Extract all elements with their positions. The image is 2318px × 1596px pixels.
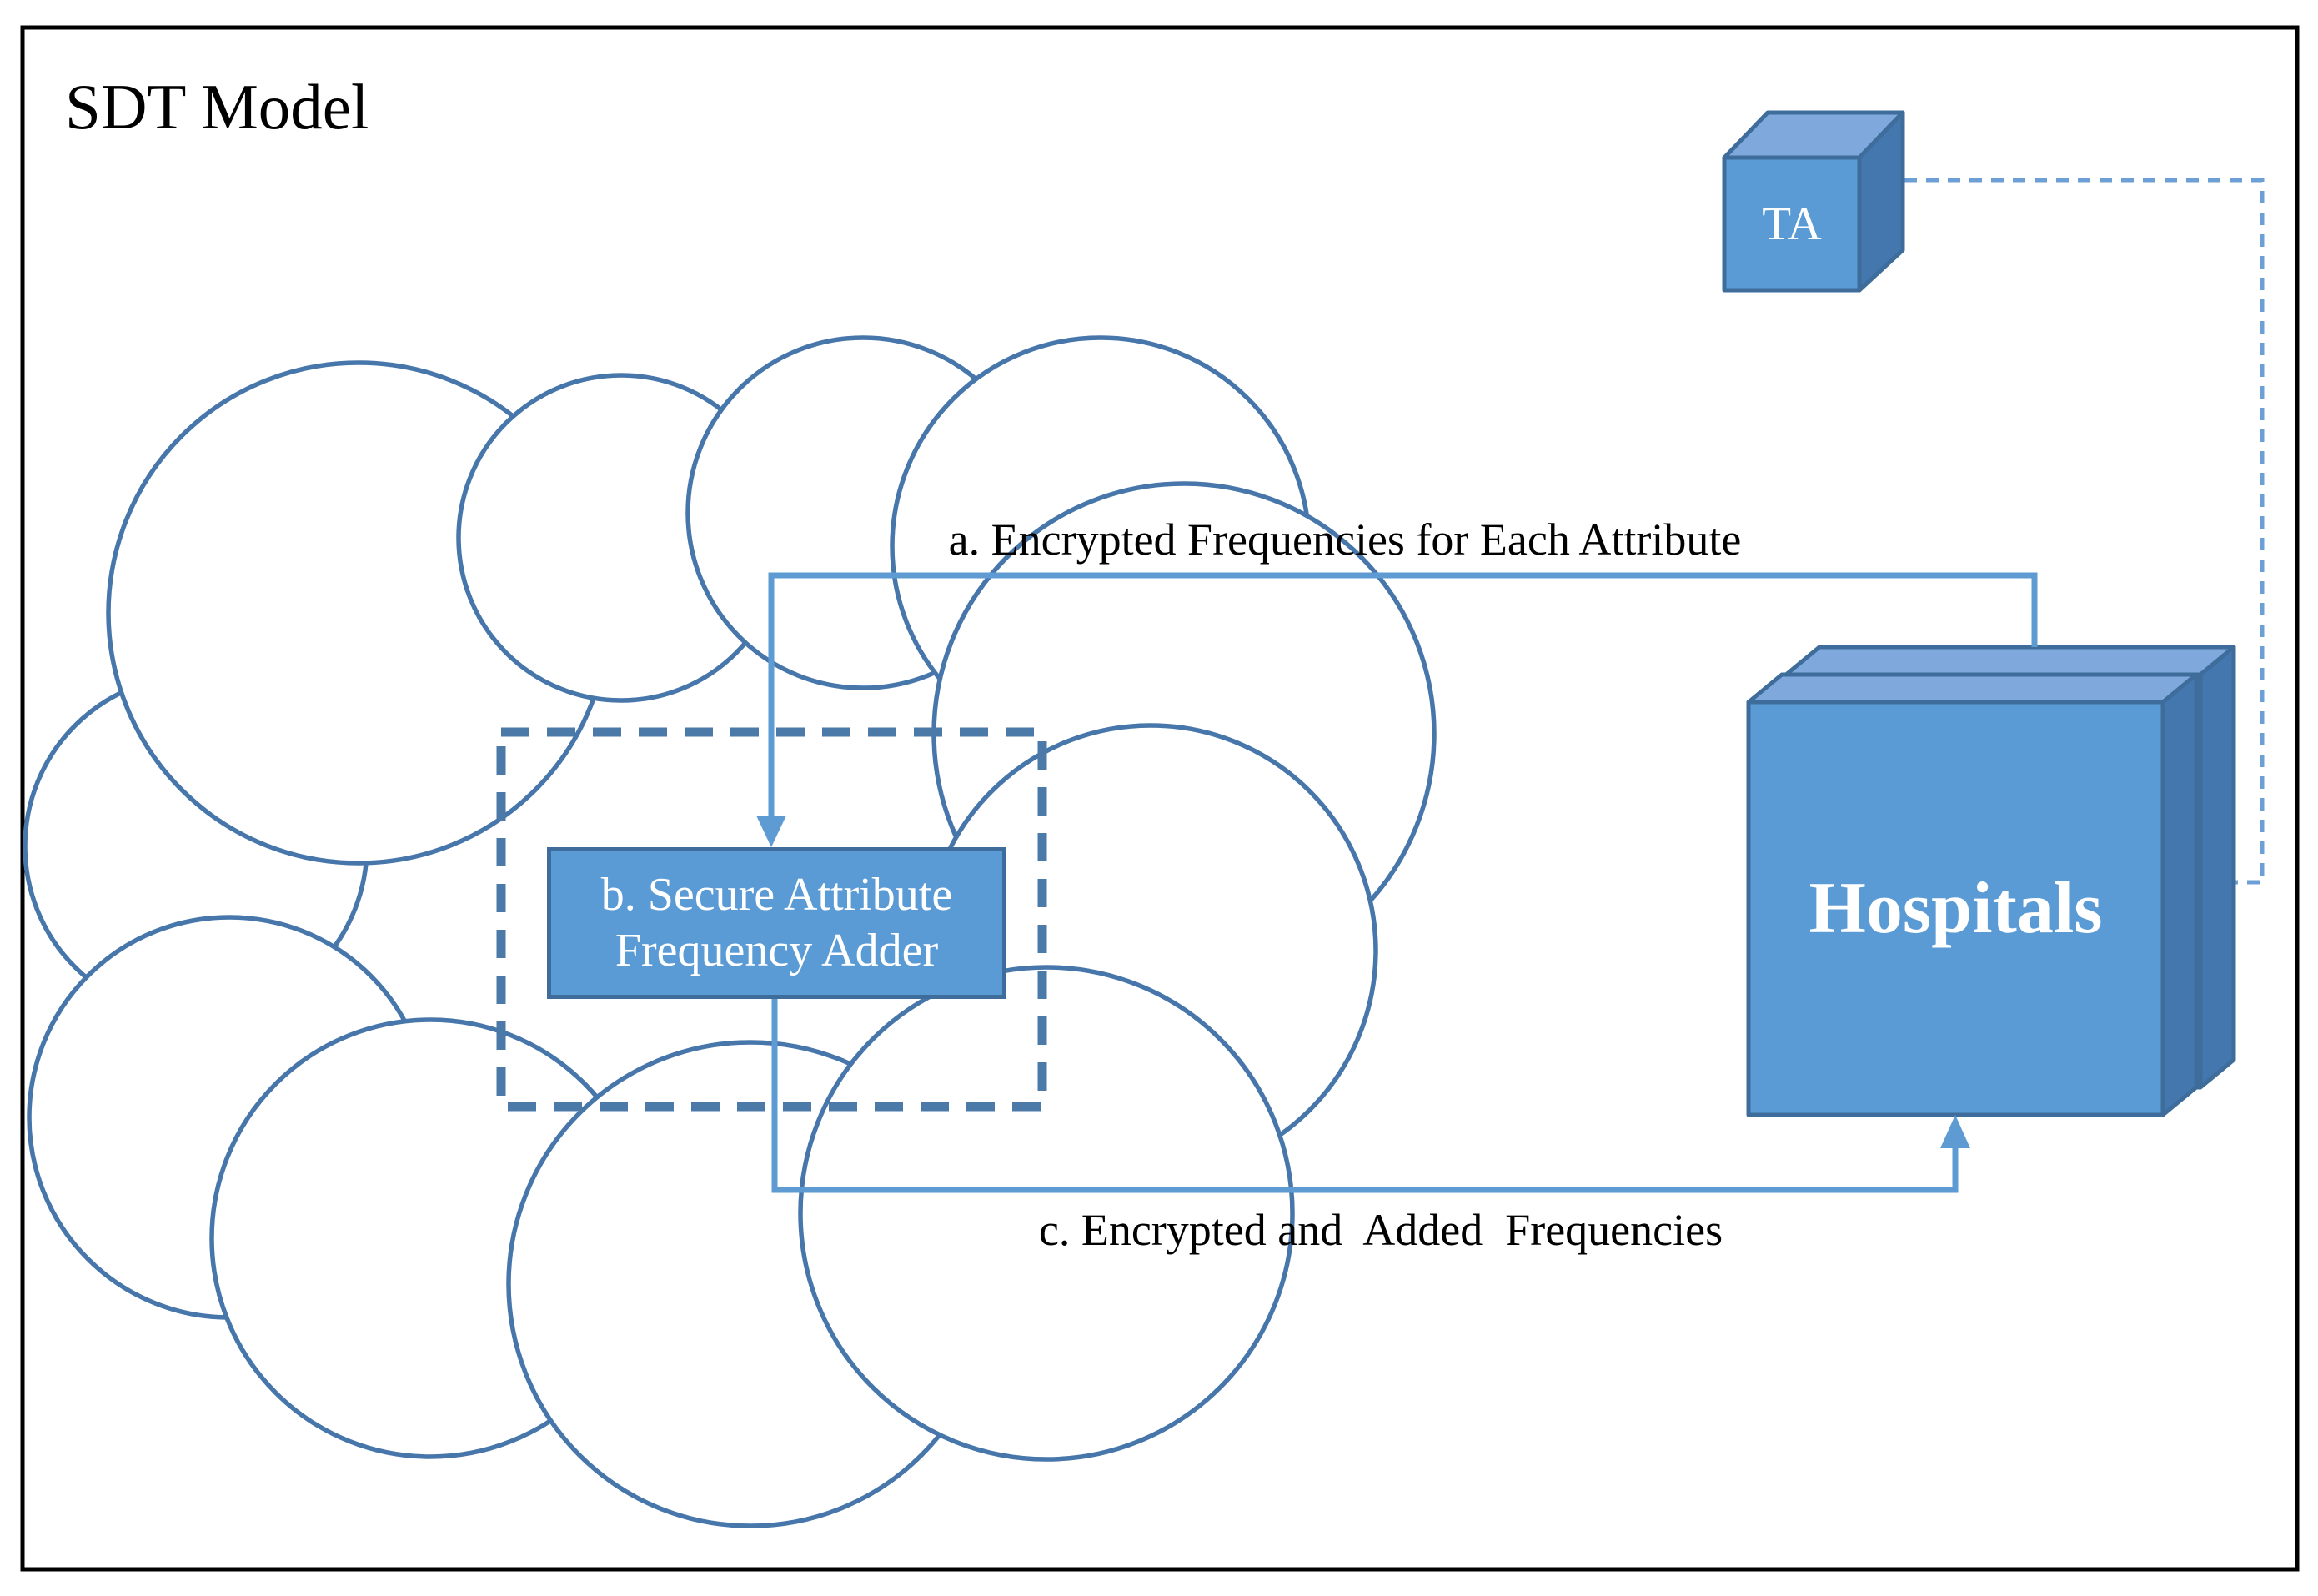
adder-node: b. Secure Attribute Frequency Adder	[547, 847, 1006, 999]
hospitals-back-top	[1784, 645, 2236, 677]
edge-a-arrowhead	[756, 816, 786, 847]
edge-a-label: a. Encrypted Frequencies for Each Attrib…	[948, 514, 1742, 565]
hospitals-front-face	[1746, 700, 2165, 1117]
edge-c-path	[771, 999, 1959, 1193]
hospitals-back-side	[2198, 645, 2236, 1090]
edge-c-label: c. Encrypted and Added Frequencies	[1038, 1205, 1723, 1255]
page-title: SDT Model	[65, 71, 369, 143]
adder-label-line1: b. Secure Attribute	[600, 868, 953, 921]
hospitals-node-label: Hospitals	[1809, 868, 2103, 949]
hospitals-stack	[1746, 645, 2236, 1117]
hospitals-front-side	[2160, 672, 2199, 1117]
ta-cube-face	[1722, 155, 1862, 293]
hospitals-front-top	[1746, 672, 2199, 705]
edge-a-path	[768, 572, 2038, 817]
cloud-bump	[798, 965, 1295, 1462]
ta-node-label: TA	[1762, 198, 1822, 250]
trust-authority-cube	[1722, 110, 1905, 293]
edge-c-line	[771, 999, 1970, 1193]
adder-label-line2: Frequency Adder	[615, 925, 939, 976]
page-border	[20, 25, 2300, 1572]
edge-a-line	[756, 572, 2038, 847]
edge-c-arrowhead	[1940, 1115, 1970, 1148]
